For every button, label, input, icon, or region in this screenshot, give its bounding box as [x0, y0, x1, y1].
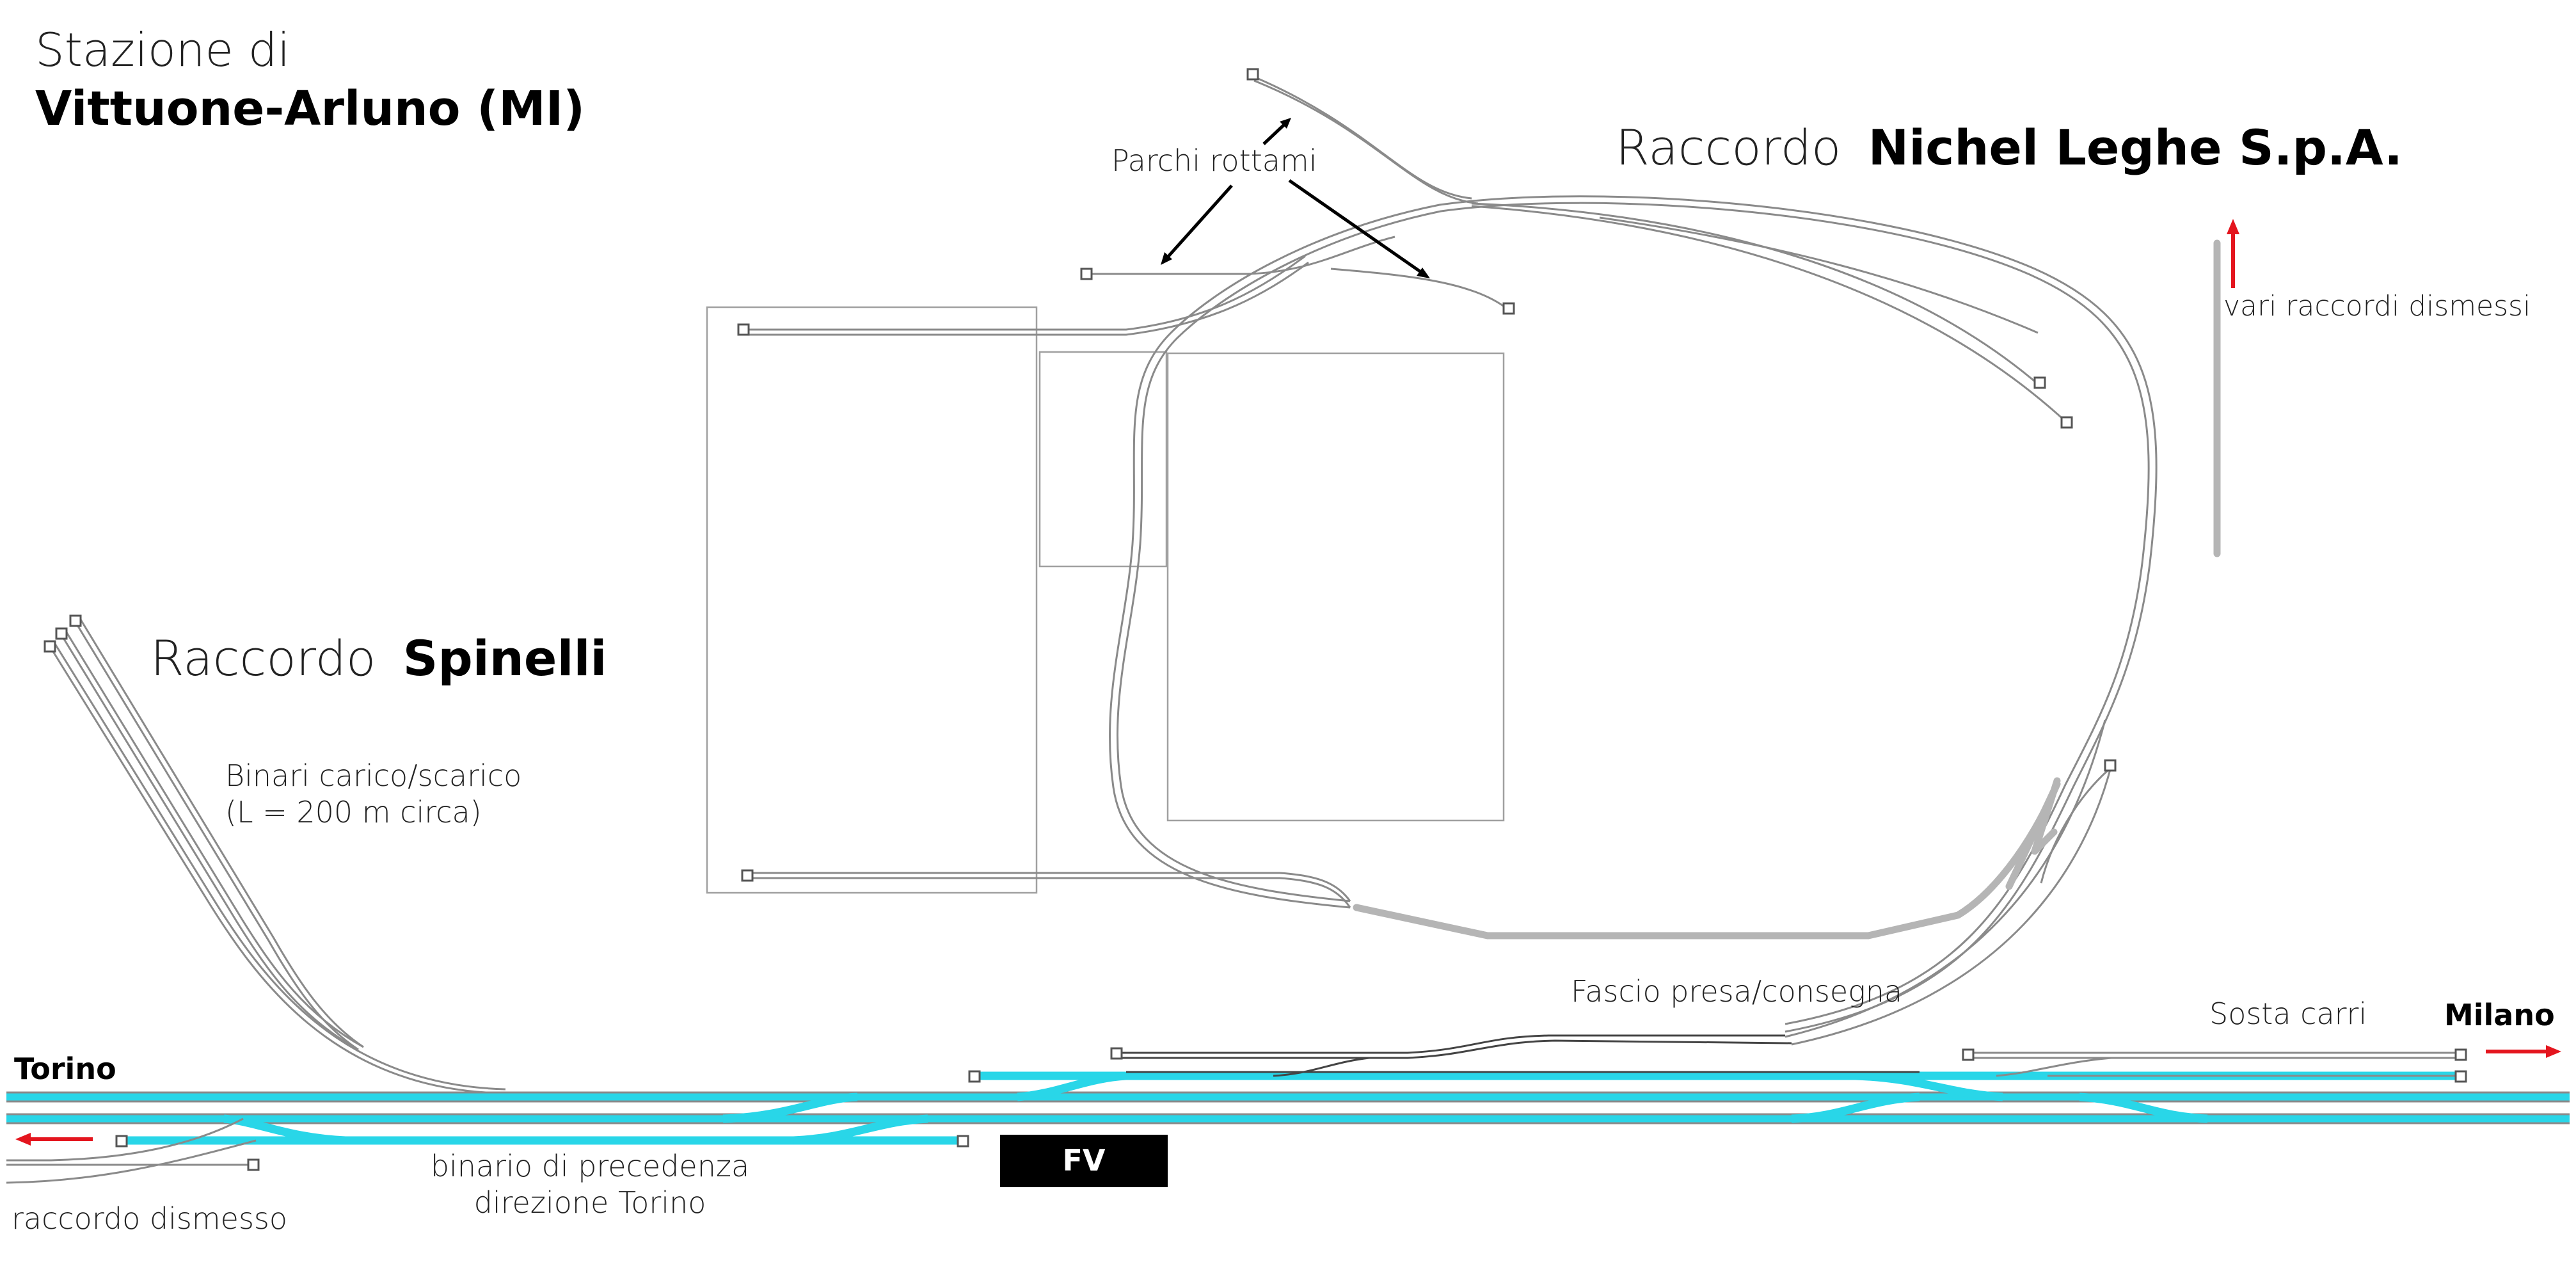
- buffer-stop-icon: [115, 1135, 128, 1148]
- spinelli-siding-3b: [79, 619, 364, 1048]
- fv-label: FV: [1062, 1143, 1105, 1178]
- buffer-stop-icon: [968, 1070, 981, 1083]
- main-line-tracks: [6, 1071, 2570, 1145]
- buildings: [706, 306, 1505, 894]
- title-line-1: Stazione di: [35, 23, 290, 77]
- buffer-stop-icon: [1246, 68, 1259, 81]
- label-fascio: Fascio presa/consegna: [1571, 974, 1902, 1009]
- buffer-stop-icon: [737, 323, 750, 336]
- buffer-stop-icon: [2454, 1070, 2467, 1083]
- label-precedenza-line-2: direzione Torino: [474, 1185, 706, 1220]
- siding-nichel-2: [1471, 205, 2068, 424]
- label-milano: Milano: [2444, 998, 2555, 1032]
- crossover-right-3: [2079, 1092, 2208, 1123]
- connection-track-1: [1791, 764, 2113, 1046]
- label-precedenza-line-1: binario di precedenza: [431, 1149, 749, 1183]
- buffer-stop-icon: [2104, 759, 2117, 772]
- label-raccordo-dismesso: raccordo dismesso: [12, 1201, 287, 1236]
- label-binari-line-2: (L = 200 m circa): [225, 795, 482, 829]
- yard-tracks: [6, 1034, 2460, 1184]
- title-line-2: Vittuone-Arluno (MI): [35, 81, 585, 136]
- fascio-track-2: [1117, 1039, 1792, 1059]
- direction-arrows: [15, 219, 2561, 1146]
- siding-parco-right: [1330, 268, 1507, 310]
- buffer-stop-icon: [741, 869, 754, 882]
- black-arrow-icon: [1262, 122, 1287, 145]
- disused-stub-right: [2031, 777, 2061, 855]
- sosta-connection: [1996, 1057, 2112, 1077]
- buffer-stop-icon: [1502, 302, 1515, 315]
- label-binari-line-1: Binari carico/scarico: [225, 758, 521, 793]
- fascio-track-1: [1117, 1034, 1785, 1054]
- crossover-left-1: [722, 1092, 858, 1123]
- raccordo-dismesso-track-b: [6, 1139, 257, 1184]
- siding-building-top: [743, 255, 1306, 331]
- fv-box: [1000, 1135, 1168, 1187]
- spinelli-siding-1b: [54, 643, 506, 1091]
- nichel-leghe-tracks: [743, 74, 2158, 1046]
- buffer-stop-icon: [957, 1135, 969, 1148]
- black-arrow-icon: [1417, 268, 1430, 278]
- spinelli-heading: Raccordo Spinelli: [150, 630, 607, 687]
- black-arrow-icon: [1280, 118, 1291, 129]
- disused-tracks: [1353, 239, 2221, 940]
- crossover-left-3: [223, 1114, 346, 1145]
- red-arrow-icon: [2227, 219, 2239, 234]
- black-arrow-icon: [1165, 184, 1233, 260]
- buffer-stop-icon: [55, 627, 68, 640]
- disused-loop-section: [1353, 780, 2061, 940]
- crossover-left-2: [793, 1114, 928, 1145]
- buffer-stop-icon: [44, 640, 56, 653]
- spinelli-prefix: Raccordo: [150, 630, 376, 687]
- spinelli-siding-3: [74, 621, 359, 1051]
- black-arrow-icon: [1161, 252, 1172, 265]
- crossover-right-2: [1791, 1092, 1920, 1123]
- siding-nichel-3: [1599, 216, 2039, 334]
- spinelli-tracks: [49, 619, 506, 1094]
- crossover-mid: [1017, 1071, 1127, 1101]
- nichel-prefix: Raccordo: [1616, 119, 1841, 176]
- nichel-loop-track-inner: [1116, 202, 2150, 1025]
- label-sosta-carri: Sosta carri: [2209, 996, 2367, 1031]
- buffer-stop-icon: [2060, 416, 2073, 429]
- buffer-stops: [44, 68, 2467, 1171]
- spinelli-siding-2b: [65, 632, 364, 1048]
- fascio-connection: [1273, 1057, 1370, 1077]
- connection-stub: [2040, 764, 2115, 884]
- crossover-right-1: [1855, 1071, 2003, 1101]
- nichel-name: Nichel Leghe S.p.A.: [1868, 119, 2403, 176]
- building-left: [706, 306, 1038, 894]
- building-small: [1038, 351, 1168, 568]
- raccordo-dismesso-track: [6, 1117, 244, 1162]
- red-arrow-icon: [2546, 1045, 2561, 1058]
- buffer-stop-icon: [247, 1158, 260, 1171]
- spinelli-siding-1: [49, 646, 500, 1094]
- spinelli-name: Spinelli: [403, 630, 607, 687]
- label-parchi-rottami: Parchi rottami: [1111, 143, 1317, 178]
- label-vari-raccordi: vari raccordi dismessi: [2223, 290, 2531, 323]
- spinelli-siding-2: [60, 634, 359, 1051]
- siding-building-top-b: [743, 261, 1309, 336]
- connection-track-2: [1785, 719, 2106, 1038]
- siding-nichel-1: [1471, 202, 2039, 385]
- buffer-stop-icon: [1110, 1047, 1123, 1060]
- label-torino: Torino: [14, 1052, 116, 1086]
- buffer-stop-icon: [1962, 1048, 1975, 1061]
- siding-building-bottom-b: [747, 877, 1351, 908]
- buffer-stop-icon: [2033, 376, 2046, 389]
- black-arrow-icon: [1288, 179, 1425, 276]
- nichel-loop-track: [1108, 195, 2158, 1033]
- buffer-stop-icon: [69, 614, 82, 627]
- siding-parco-top-b: [1253, 79, 1479, 205]
- nichel-heading: Raccordo Nichel Leghe S.p.A.: [1616, 119, 2403, 176]
- siding-parco-mid: [1088, 236, 1395, 275]
- siding-building-bottom: [747, 872, 1351, 902]
- building-large: [1166, 352, 1505, 822]
- buffer-stop-icon: [2454, 1048, 2467, 1061]
- red-arrow-icon: [15, 1133, 31, 1146]
- buffer-stop-icon: [1080, 268, 1093, 280]
- pointer-arrows: [1161, 118, 1430, 278]
